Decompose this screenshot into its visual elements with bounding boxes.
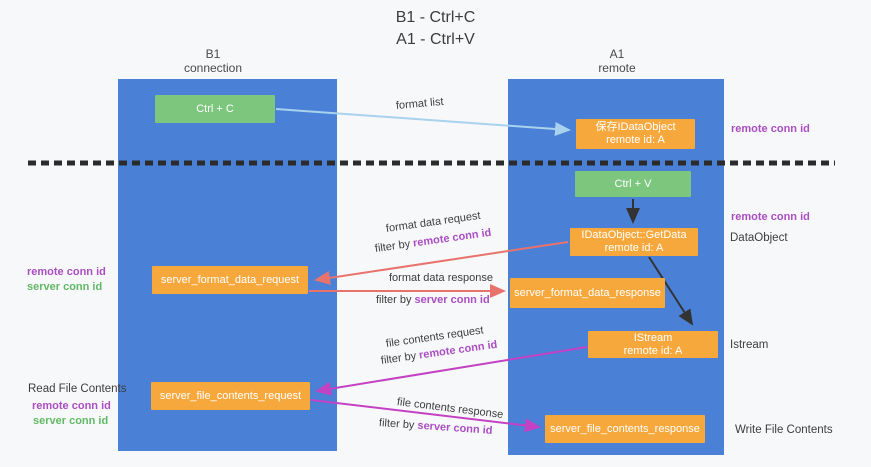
edge-label-format-list: format list <box>395 95 445 112</box>
filter-by-text: filter by <box>374 237 414 255</box>
istream-label: Istream <box>730 339 769 351</box>
filter-by-text: filter by <box>378 417 418 432</box>
right-remote-conn-id-2: remote conn id <box>731 211 810 223</box>
left-remote-conn-id-2: remote conn id <box>32 400 111 412</box>
node-save-idataobject: 保存IDataObject remote id: A <box>576 119 695 149</box>
left-remote-conn-id-1: remote conn id <box>27 266 106 278</box>
node-istream-line2: remote id: A <box>623 344 683 357</box>
edge-label-file-contents-response: file contents response <box>396 396 504 421</box>
node-idataobject-getdata: IDataObject::GetData remote id: A <box>570 228 698 256</box>
node-istream-line1: IStream <box>633 331 673 344</box>
lane-b1-subtitle: connection <box>183 61 243 75</box>
node-server-format-data-response-label: server_format_data_response <box>514 286 661 299</box>
filter-by-text: filter by <box>380 349 420 367</box>
node-save-idataobject-line1: 保存IDataObject <box>595 121 676 133</box>
node-server-file-contents-response: server_file_contents_response <box>545 415 705 443</box>
diagram-title: B1 - Ctrl+C A1 - Ctrl+V <box>0 7 871 51</box>
read-file-contents-label: Read File Contents <box>28 383 127 395</box>
left-server-conn-id-1: server conn id <box>27 281 103 293</box>
node-server-format-data-response: server_format_data_response <box>510 278 665 308</box>
node-istream: IStream remote id: A <box>588 331 718 358</box>
lane-b1-name: B1 <box>205 47 221 61</box>
edge-label-filter-server-2: filter by server conn id <box>379 417 493 437</box>
lane-header-a1: A1 remote <box>547 47 687 75</box>
node-idataobject-getdata-line2: remote id: A <box>604 242 664 254</box>
node-ctrl-v: Ctrl + V <box>575 171 691 197</box>
dataobject-label: DataObject <box>730 232 788 244</box>
node-ctrl-c: Ctrl + C <box>155 95 275 123</box>
node-server-format-data-request: server_format_data_request <box>152 266 308 294</box>
edge-label-format-data-response: format data response <box>389 272 493 284</box>
node-save-idataobject-line2: remote id: A <box>606 134 665 146</box>
left-server-conn-id-2: server conn id <box>33 415 109 427</box>
server-conn-id-text: server conn id <box>414 294 490 306</box>
write-file-contents-label: Write File Contents <box>735 424 833 436</box>
node-ctrl-c-label: Ctrl + C <box>196 102 234 115</box>
title-line-1: B1 - Ctrl+C <box>395 9 476 26</box>
edge-label-filter-server-1: filter by server conn id <box>376 294 490 306</box>
lane-a1-subtitle: remote <box>598 61 636 75</box>
node-idataobject-getdata-line1: IDataObject::GetData <box>581 229 687 241</box>
lane-header-b1: B1 connection <box>143 47 283 75</box>
server-conn-id-text: server conn id <box>417 419 493 437</box>
node-server-file-contents-request-label: server_file_contents_request <box>159 389 302 402</box>
node-ctrl-v-label: Ctrl + V <box>614 177 652 190</box>
node-server-file-contents-response-label: server_file_contents_response <box>550 422 700 435</box>
node-server-file-contents-request: server_file_contents_request <box>151 382 310 410</box>
node-server-format-data-request-label: server_format_data_request <box>160 273 300 286</box>
title-line-2: A1 - Ctrl+V <box>396 31 475 48</box>
filter-by-text: filter by <box>376 294 415 306</box>
right-remote-conn-id-1: remote conn id <box>731 123 810 135</box>
remote-conn-id-text: remote conn id <box>412 226 493 250</box>
lane-a1-name: A1 <box>609 47 625 61</box>
